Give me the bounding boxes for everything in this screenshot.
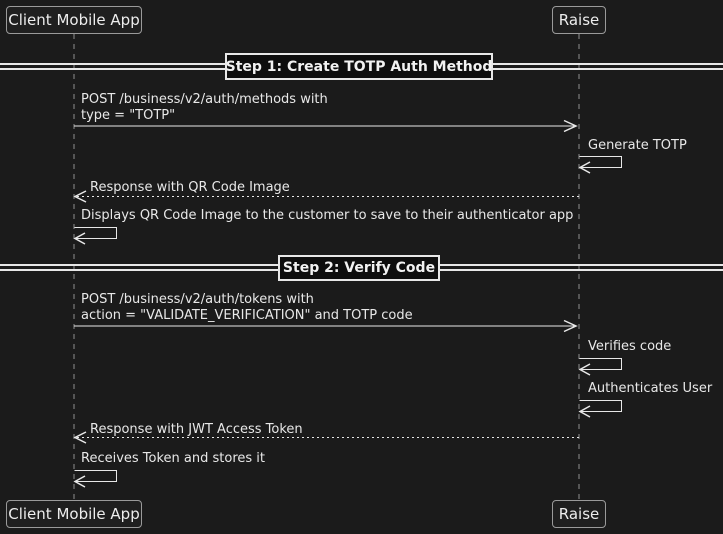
message-generate-totp: Generate TOTP: [588, 138, 687, 153]
message-response-jwt: Response with JWT Access Token: [90, 422, 303, 437]
arrow-post-auth-methods: [74, 119, 578, 133]
self-arrow-receives-token: [73, 470, 117, 488]
self-arrow-verifies-code: [578, 358, 622, 376]
self-arrow-authenticates-user: [578, 400, 622, 418]
arrow-post-auth-tokens: [74, 319, 578, 333]
arrow-response-jwt: [73, 431, 579, 444]
message-receives-token: Receives Token and stores it: [81, 451, 266, 466]
self-arrow-displays-qr: [73, 227, 117, 245]
message-verifies-code: Verifies code: [588, 339, 672, 354]
message-line: type = "TOTP": [81, 108, 176, 123]
divider-step-2: Step 2: Verify Code: [278, 255, 440, 281]
self-arrow-generate-totp: [578, 156, 622, 174]
message-displays-qr: Displays QR Code Image to the customer t…: [81, 208, 574, 223]
participant-raise-bottom: Raise: [552, 500, 606, 528]
message-post-auth-methods: POST /business/v2/auth/methods with type…: [81, 92, 328, 124]
participant-client-top: Client Mobile App: [6, 6, 142, 34]
message-line: action = "VALIDATE_VERIFICATION" and TOT…: [81, 308, 413, 323]
message-authenticates-user: Authenticates User: [588, 381, 713, 396]
message-response-qr-code: Response with QR Code Image: [90, 180, 290, 195]
participant-client-bottom: Client Mobile App: [6, 500, 142, 528]
arrow-response-qr-code: [73, 190, 579, 203]
participant-raise-top: Raise: [552, 6, 606, 34]
message-line: POST /business/v2/auth/methods with: [81, 92, 328, 107]
message-post-auth-tokens: POST /business/v2/auth/tokens with actio…: [81, 292, 413, 324]
message-line: POST /business/v2/auth/tokens with: [81, 292, 314, 307]
divider-step-1: Step 1: Create TOTP Auth Method: [225, 53, 493, 80]
